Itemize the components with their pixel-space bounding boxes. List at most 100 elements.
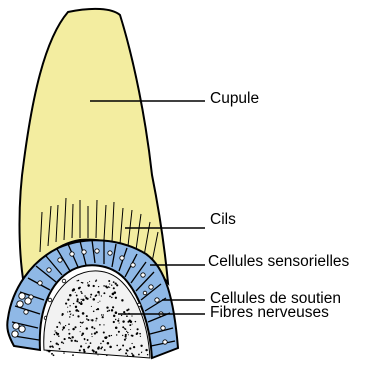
- stipple-dot: [80, 326, 81, 327]
- stipple-dot: [79, 287, 81, 289]
- stipple-dot: [93, 311, 95, 313]
- stipple-dot: [132, 324, 133, 325]
- stipple-dot: [112, 306, 114, 308]
- stipple-dot: [50, 341, 51, 342]
- stipple-dot: [119, 323, 120, 324]
- stipple-dot: [69, 311, 71, 313]
- stipple-dot: [71, 340, 73, 342]
- stipple-dot: [54, 334, 55, 335]
- stipple-dot: [76, 309, 78, 311]
- label-fibres-nerveuses: Fibres nerveuses: [210, 304, 329, 321]
- label-cellules-sensorielles: Cellules sensorielles: [208, 253, 350, 270]
- stipple-dot: [94, 328, 96, 330]
- stipple-dot: [84, 339, 85, 340]
- stipple-dot: [98, 302, 99, 303]
- stipple-dot: [126, 315, 128, 317]
- stipple-dot: [107, 310, 109, 312]
- stipple-dot: [121, 315, 122, 316]
- stipple-dot: [57, 344, 59, 346]
- stipple-dot: [108, 335, 110, 337]
- stipple-dot: [55, 332, 57, 334]
- stipple-dot: [137, 328, 139, 330]
- stipple-dot: [122, 344, 124, 346]
- stipple-dot: [115, 297, 117, 299]
- stipple-dot: [59, 348, 61, 350]
- stipple-dot: [93, 285, 95, 287]
- stipple-dot: [64, 338, 66, 340]
- stipple-dot: [101, 295, 102, 296]
- stipple-dot: [118, 331, 120, 333]
- stipple-dot: [92, 349, 94, 351]
- stipple-dot: [103, 285, 105, 287]
- stipple-dot: [78, 280, 79, 281]
- stipple-dot: [47, 350, 48, 351]
- stipple-dot: [98, 286, 99, 287]
- stipple-dot: [51, 353, 53, 355]
- stipple-dot: [97, 308, 99, 310]
- stipple-dot: [91, 326, 93, 328]
- stipple-dot: [106, 286, 108, 288]
- stipple-dot: [118, 349, 120, 351]
- stipple-dot: [99, 293, 100, 294]
- stipple-dot: [129, 324, 131, 326]
- stipple-dot: [111, 285, 112, 286]
- stipple-dot: [88, 346, 90, 348]
- stipple-dot: [105, 336, 107, 338]
- stipple-dot: [72, 314, 74, 316]
- stipple-dot: [90, 319, 91, 320]
- stipple-dot: [130, 329, 131, 330]
- stipple-dot: [131, 315, 132, 316]
- stipple-dot: [79, 349, 81, 351]
- stipple-dot: [57, 333, 59, 335]
- stipple-dot: [125, 335, 127, 337]
- stipple-dot: [111, 309, 113, 311]
- stipple-dot: [117, 320, 119, 322]
- stipple-dot: [61, 341, 63, 343]
- stipple-dot: [145, 349, 147, 351]
- stipple-dot: [132, 354, 134, 356]
- stipple-dot: [94, 332, 96, 334]
- stipple-dot: [72, 289, 74, 291]
- stipple-dot: [129, 320, 132, 323]
- stipple-dot: [68, 329, 69, 330]
- stipple-dot: [63, 352, 64, 353]
- stipple-dot: [89, 281, 90, 282]
- stipple-dot: [68, 323, 70, 325]
- stipple-dot: [52, 346, 54, 348]
- stipple-dot: [74, 326, 76, 328]
- stipple-dot: [78, 316, 79, 317]
- stipple-dot: [106, 306, 108, 308]
- stipple-dot: [103, 324, 104, 325]
- stipple-dot: [123, 311, 125, 313]
- stipple-dot: [96, 331, 98, 333]
- stipple-dot: [80, 322, 82, 324]
- stipple-dot: [125, 328, 127, 330]
- stipple-dot: [136, 332, 138, 334]
- stipple-dot: [82, 312, 85, 315]
- stipple-dot: [96, 318, 98, 320]
- stipple-dot: [67, 307, 68, 308]
- stipple-dot: [67, 299, 69, 301]
- stipple-dot: [115, 319, 116, 320]
- stipple-dot: [97, 354, 98, 355]
- stipple-dot: [111, 297, 113, 299]
- stipple-dot: [82, 282, 84, 284]
- stipple-dot: [72, 354, 74, 356]
- stipple-dot: [70, 295, 71, 296]
- stipple-dot: [139, 333, 141, 335]
- label-cupule: Cupule: [210, 90, 259, 107]
- stipple-dot: [125, 352, 127, 354]
- stipple-dot: [121, 299, 123, 301]
- stipple-dot: [127, 355, 128, 356]
- stipple-dot: [128, 334, 129, 335]
- stipple-dot: [90, 294, 92, 296]
- stipple-dot: [76, 300, 78, 302]
- stipple-dot: [104, 349, 106, 351]
- stipple-dot: [53, 354, 55, 356]
- stipple-dot: [91, 306, 92, 307]
- stipple-dot: [93, 351, 95, 353]
- stipple-dot: [103, 292, 105, 294]
- stipple-dot: [91, 319, 93, 321]
- stipple-dot: [69, 305, 70, 306]
